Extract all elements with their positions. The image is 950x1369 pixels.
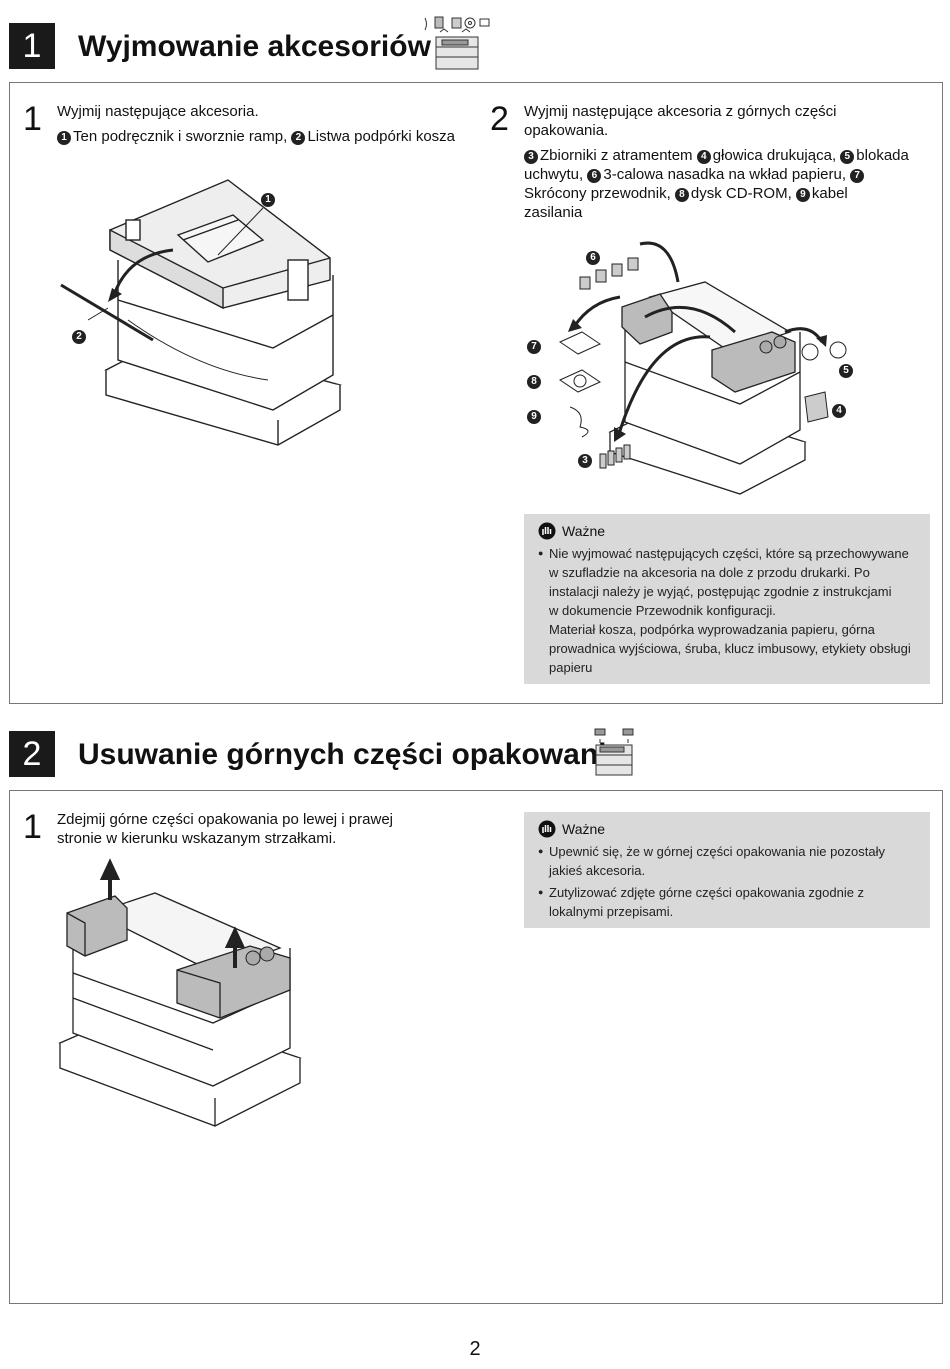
hand-stop-icon bbox=[538, 522, 556, 540]
badge-3: 3 bbox=[524, 150, 538, 164]
accessories-header-icon bbox=[424, 16, 490, 70]
note-heading-text: Ważne bbox=[562, 523, 606, 539]
callout-6: 6 bbox=[586, 251, 600, 265]
step-instruction: Wyjmij następujące akcesoria z górnych c… bbox=[524, 102, 909, 222]
callout-1: 1 bbox=[261, 193, 275, 207]
note-list: Upewnić się, że w górnej części opakowan… bbox=[538, 842, 916, 921]
note-heading: Ważne bbox=[538, 522, 916, 540]
section-title-2: Usuwanie górnych części opakowania bbox=[78, 738, 624, 771]
badge-1: 1 bbox=[57, 131, 71, 145]
section1-panel bbox=[9, 82, 943, 704]
callout-2: 2 bbox=[72, 330, 86, 344]
badge-7: 7 bbox=[850, 169, 865, 183]
badge-6: 6 bbox=[587, 169, 602, 183]
step-number: 1 bbox=[23, 100, 42, 138]
accessory-item: głowica drukująca, bbox=[712, 147, 841, 164]
note-line: papieru bbox=[549, 660, 593, 675]
accessory-item: Zbiorniki z atramentem bbox=[540, 147, 697, 164]
important-note: Ważne Nie wyjmować następujących części,… bbox=[524, 514, 930, 684]
printer-box-illustration-2 bbox=[558, 241, 847, 495]
printer-box-illustration-1 bbox=[60, 179, 342, 446]
callout-7: 7 bbox=[527, 340, 541, 354]
step-intro: Wyjmij następujące akcesoria z górnych c… bbox=[524, 103, 837, 139]
step-intro: Wyjmij następujące akcesoria. bbox=[57, 103, 259, 120]
packaging-removal-illustration bbox=[58, 858, 302, 1127]
page-number: 2 bbox=[469, 1338, 481, 1360]
step-number: 1 bbox=[23, 808, 42, 846]
important-note: Ważne Upewnić się, że w górnej części op… bbox=[524, 812, 930, 928]
note-line: instalacji należy je wyjąć, postępując z… bbox=[549, 584, 892, 599]
accessory-item: 3-calowa nasadka na wkład papieru, bbox=[603, 166, 851, 183]
badge-2: 2 bbox=[291, 131, 306, 145]
note-line: jakieś akcesoria. bbox=[549, 863, 646, 878]
callout-3: 3 bbox=[578, 454, 592, 468]
note-line: w szufladzie na akcesoria na dole z przo… bbox=[549, 565, 870, 580]
section2-panel bbox=[9, 790, 943, 1304]
note-line: lokalnymi przepisami. bbox=[549, 904, 674, 919]
note-line: w dokumencie Przewodnik konfiguracji. bbox=[549, 603, 776, 618]
note-line: Materiał kosza, podpórka wyprowadzania p… bbox=[549, 622, 875, 637]
section-title-1: Wyjmowanie akcesoriów bbox=[78, 30, 431, 63]
note-line: prowadnica wyjściowa, śruba, klucz imbus… bbox=[549, 641, 911, 656]
callout-9: 9 bbox=[527, 410, 541, 424]
badge-5: 5 bbox=[840, 150, 855, 164]
remove-packaging-header-icon bbox=[594, 728, 634, 776]
callout-8: 8 bbox=[527, 375, 541, 389]
accessory-item: Skrócony przewodnik, bbox=[524, 185, 675, 202]
badge-4: 4 bbox=[696, 150, 711, 164]
badge-8: 8 bbox=[674, 188, 689, 202]
accessory-item: kabel zasilania bbox=[524, 185, 848, 221]
accessory-item: dysk CD-ROM, bbox=[690, 185, 796, 202]
step-number: 2 bbox=[490, 100, 509, 138]
note-list: Nie wyjmować następujących części, które… bbox=[538, 544, 916, 677]
note-line: Upewnić się, że w górnej części opakowan… bbox=[538, 842, 916, 861]
callout-4: 4 bbox=[832, 404, 846, 418]
note-heading: Ważne bbox=[538, 820, 916, 838]
section-number-2: 2 bbox=[9, 731, 55, 777]
accessory-item: Listwa podpórki kosza bbox=[307, 128, 456, 145]
accessory-item: blokada uchwytu, bbox=[524, 147, 909, 183]
section-number-1: 1 bbox=[9, 23, 55, 69]
note-line: Zutylizować zdjęte górne części opakowan… bbox=[538, 883, 916, 902]
note-heading-text: Ważne bbox=[562, 821, 606, 837]
step-instruction: Zdejmij górne części opakowania po lewej… bbox=[57, 811, 393, 847]
accessory-item: Ten podręcznik i sworznie ramp, bbox=[73, 128, 292, 145]
badge-9: 9 bbox=[795, 188, 810, 202]
callout-5: 5 bbox=[839, 364, 853, 378]
hand-stop-icon bbox=[538, 820, 556, 838]
note-line: Nie wyjmować następujących części, które… bbox=[538, 544, 916, 563]
